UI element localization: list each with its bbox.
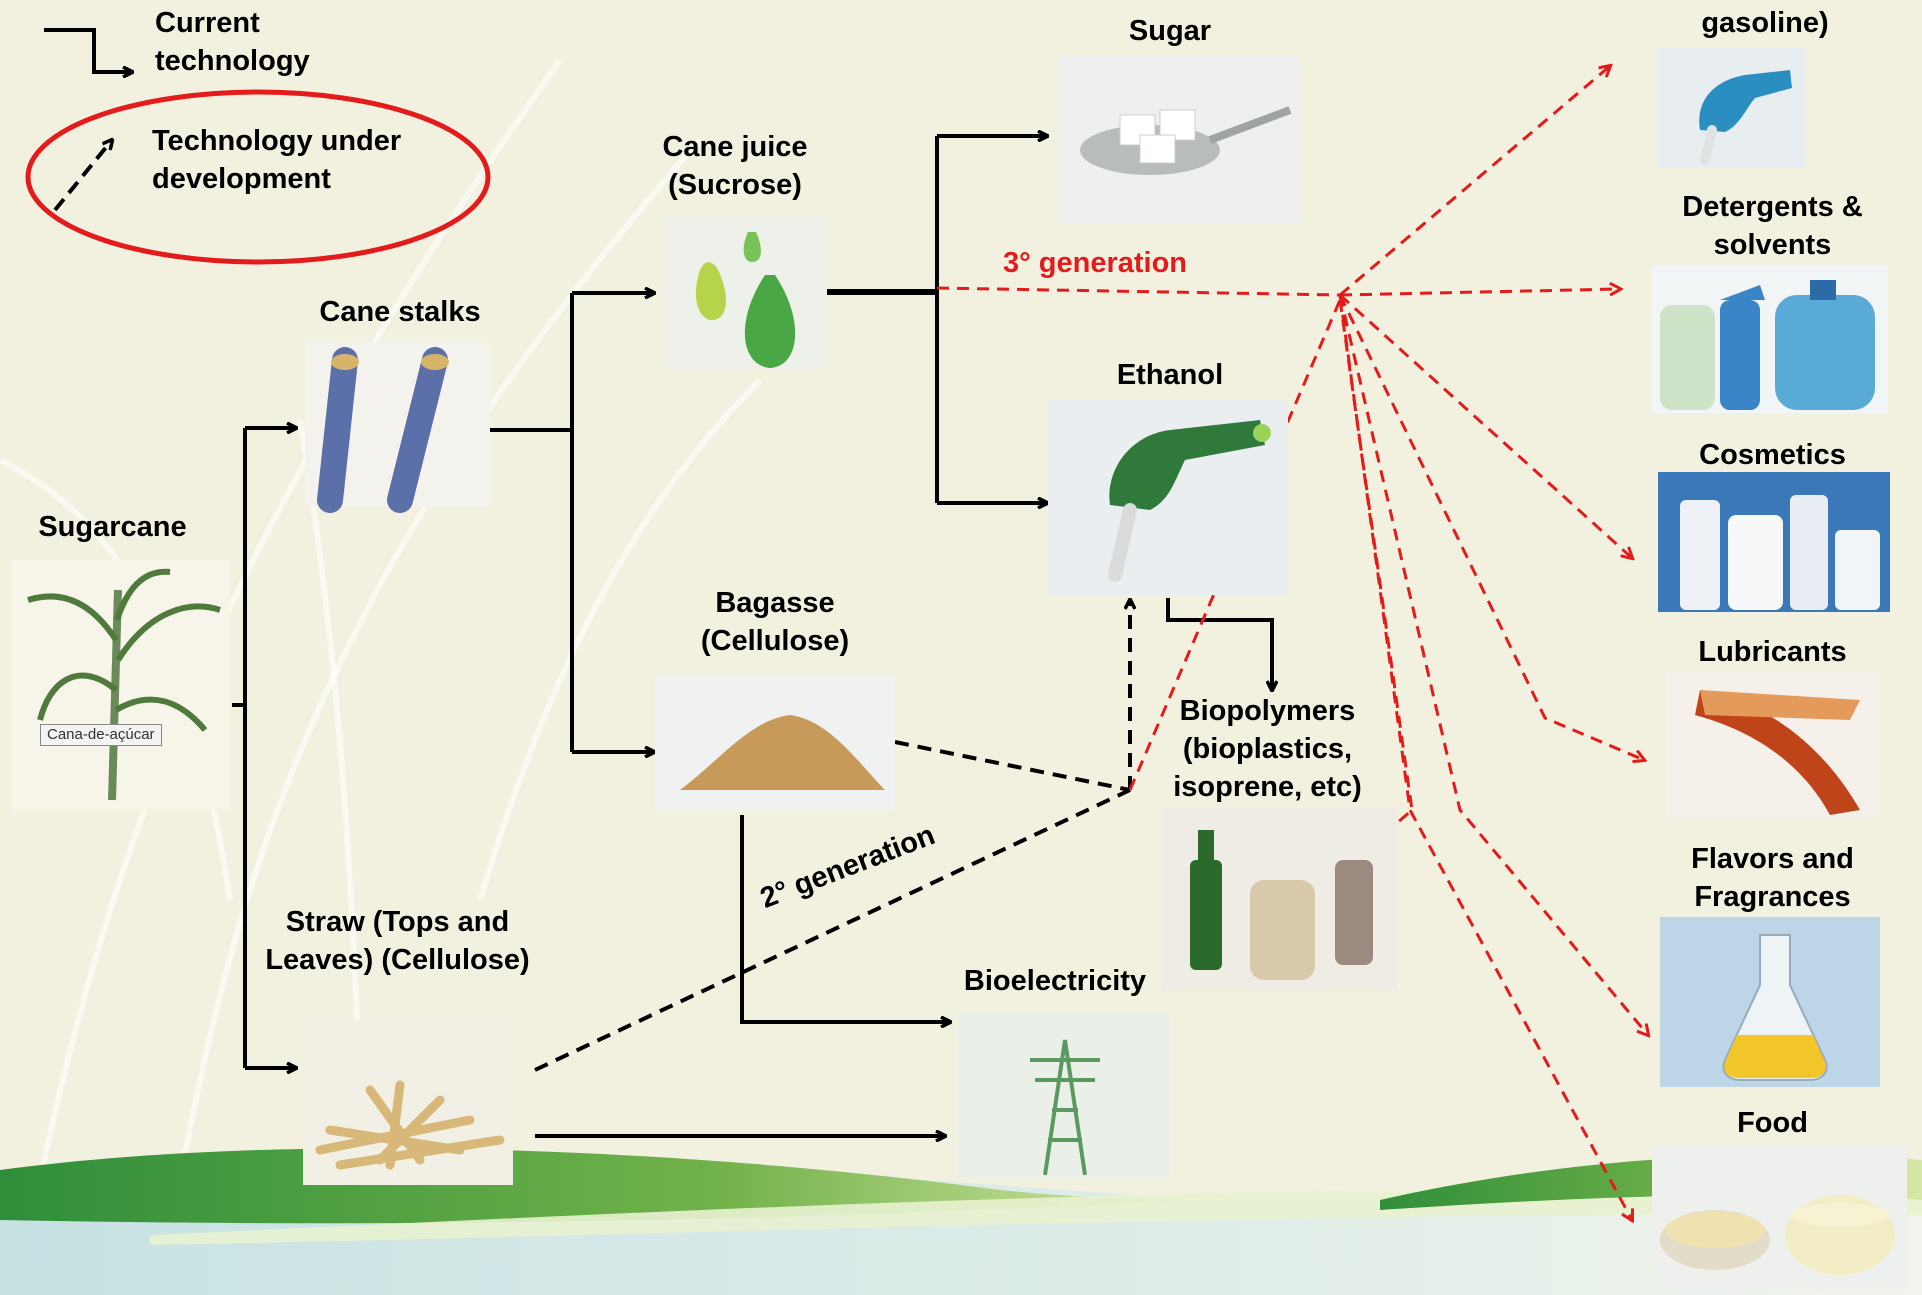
spray-bottles-icon (1652, 265, 1888, 413)
cane-juice-label: Cane juice (Sucrose) (640, 128, 830, 204)
lubricants-label: Lubricants (1650, 633, 1895, 671)
straw-icon (303, 1020, 513, 1185)
fuel-pump-icon (1658, 48, 1806, 168)
fuels-label: gasoline) (1640, 4, 1890, 42)
cana-tag-label: Cana-de-açúcar (40, 724, 162, 746)
bottles-icon (1162, 808, 1397, 990)
cosmetic-tubes-icon (1658, 472, 1890, 612)
biopolymers-label: Biopolymers (bioplastics, isoprene, etc) (1160, 692, 1375, 806)
oil-pour-icon (1666, 672, 1876, 817)
straw-label: Straw (Tops and Leaves) (Cellulose) (250, 903, 545, 979)
cane-stalks-label: Cane stalks (300, 293, 500, 331)
bagasse-label: Bagasse (Cellulose) (680, 584, 870, 660)
food-label: Food (1650, 1104, 1895, 1142)
ethanol-label: Ethanol (1080, 356, 1260, 394)
sugar-cubes-icon (1060, 55, 1300, 223)
third-generation-label: 3° generation (1003, 244, 1187, 282)
bagasse-pile-icon (655, 675, 895, 810)
fuel-nozzle-icon (1048, 400, 1288, 595)
legend-development-label: Technology under development (152, 122, 452, 198)
legend-development-arrow (55, 140, 112, 210)
sugarcane-plant-icon (12, 560, 230, 810)
sugarcane-label: Sugarcane (10, 508, 215, 546)
legend-current-arrow (44, 30, 132, 72)
legend-current-label: Current technology (155, 4, 395, 80)
flavors-label: Flavors and Fragrances (1650, 840, 1895, 916)
cane-stalks-icon (305, 342, 490, 507)
juice-drops-icon (663, 215, 826, 370)
cereal-bowls-icon (1652, 1145, 1907, 1290)
sugar-label: Sugar (1080, 12, 1260, 50)
power-tower-icon (958, 1012, 1170, 1177)
bioelectricity-label: Bioelectricity (940, 962, 1170, 1000)
cosmetics-label: Cosmetics (1650, 436, 1895, 474)
detergents-label: Detergents & solvents (1650, 188, 1895, 264)
flask-icon (1660, 917, 1880, 1087)
